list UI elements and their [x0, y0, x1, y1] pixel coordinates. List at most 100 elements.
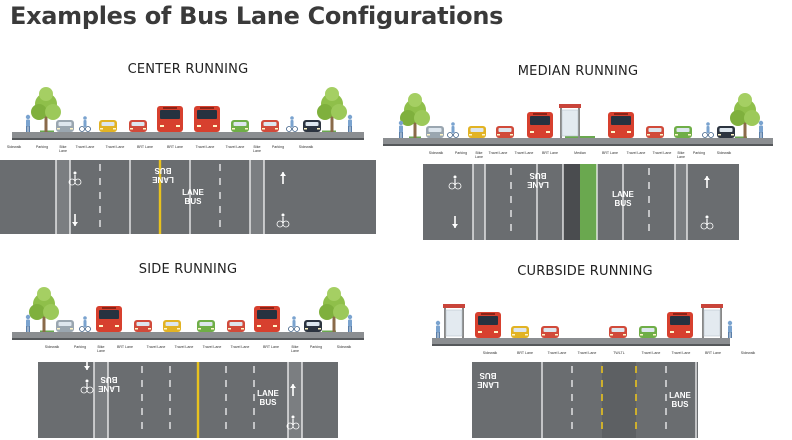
bike-lane-surface [250, 160, 264, 234]
lane-line-solid [596, 164, 598, 240]
center-line-yellow-dashed [635, 408, 637, 415]
lane-label: Travel Lane [548, 351, 567, 355]
center-line-yellow-dashed [601, 380, 603, 387]
cyclist-icon [79, 116, 91, 132]
arrow-up-symbol [290, 384, 296, 396]
lane-line-solid [249, 160, 251, 234]
lane-line-dashed [169, 380, 171, 387]
lane-line-dashed [225, 394, 227, 401]
lane-line-dashed [219, 220, 221, 227]
tree-icon [31, 87, 61, 132]
bike-lane-surface [94, 362, 108, 438]
lane-line-dashed [510, 210, 512, 217]
panel-title: CURBSIDE RUNNING [517, 264, 653, 279]
lane-line-solid [107, 362, 109, 438]
lane-line-dashed [665, 408, 667, 415]
lane-label: Parking [36, 145, 48, 149]
tree-icon [730, 93, 760, 138]
car-icon [163, 320, 181, 332]
lane-label: TWLTL [613, 351, 625, 355]
center-line-yellow-dashed [635, 366, 637, 373]
lane-line-dashed [253, 408, 255, 415]
lane-line-dashed [253, 380, 255, 387]
lane-label: Parking [455, 151, 467, 155]
lane-label: BRT Lane [602, 151, 618, 155]
lane-line-dashed [99, 164, 101, 171]
lane-label: Travel Lane [196, 145, 215, 149]
side-view-curb [12, 338, 364, 340]
lane-line-dashed [510, 224, 512, 231]
lane-line-dashed [141, 366, 143, 373]
bike-lane-surface [473, 164, 485, 240]
car-icon [426, 126, 444, 138]
panel-title: SIDE RUNNING [138, 262, 238, 277]
bus-icon [475, 312, 501, 338]
lane-line-solid [695, 362, 697, 438]
bike-lane-symbol [700, 215, 714, 230]
lane-line-dashed [571, 380, 573, 387]
car-icon [646, 126, 664, 138]
lane-line-dashed [571, 408, 573, 415]
center-line-yellow [158, 160, 162, 234]
planting-strip [40, 330, 54, 332]
lane-label: BRT Lane [137, 145, 153, 149]
bus-icon [527, 112, 553, 138]
car-icon [717, 126, 735, 138]
pedestrian-icon [727, 320, 733, 338]
lane-label: BRT Lane [517, 351, 533, 355]
pedestrian-icon [435, 320, 441, 338]
lane-line-dashed [648, 182, 650, 189]
bus-station-icon [443, 304, 465, 338]
lane-line-dashed [141, 408, 143, 415]
lane-label: BRT Lane [167, 145, 183, 149]
center-line-yellow-dashed [601, 366, 603, 373]
lane-line-dashed [665, 380, 667, 387]
lane-line-dashed [99, 220, 101, 227]
pedestrian-icon [758, 120, 764, 138]
lane-line-solid [189, 160, 191, 234]
lane-line-dashed [141, 422, 143, 429]
bike-lane-symbol [286, 415, 300, 430]
lane-line-solid [55, 160, 57, 234]
arrow-down-symbol [452, 216, 458, 228]
lane-label: Travel Lane [489, 151, 508, 155]
car-icon [99, 120, 117, 132]
car-icon [304, 320, 322, 332]
lane-line-solid [472, 164, 474, 240]
lane-line-solid [541, 362, 543, 438]
lane-line-solid [129, 160, 131, 234]
lane-line-dashed [510, 168, 512, 175]
lane-line-dashed [169, 422, 171, 429]
bike-lane-surface [56, 160, 70, 234]
lane-label: Travel Lane [147, 345, 166, 349]
bike-lane-symbol [68, 171, 82, 186]
planting-strip [322, 330, 336, 332]
bus-icon [254, 306, 280, 332]
lane-label: BRT Lane [117, 345, 133, 349]
tree-icon [400, 93, 430, 138]
arrow-up-symbol [704, 176, 710, 188]
car-icon [231, 120, 249, 132]
lane-label: Travel Lane [642, 351, 661, 355]
lane-label: Travel Lane [106, 145, 125, 149]
lane-line-dashed [169, 408, 171, 415]
lane-label: Travel Lane [76, 145, 95, 149]
lane-line-solid [484, 164, 486, 240]
bike-lane-surface [288, 362, 302, 438]
side-view-ground [383, 138, 773, 144]
car-icon [134, 320, 152, 332]
center-line-yellow-dashed [601, 422, 603, 429]
bike-lane-surface [675, 164, 687, 240]
lane-line-dashed [169, 394, 171, 401]
car-icon [227, 320, 245, 332]
bike-lane-symbol [80, 379, 94, 394]
lane-label: Parking [74, 345, 86, 349]
